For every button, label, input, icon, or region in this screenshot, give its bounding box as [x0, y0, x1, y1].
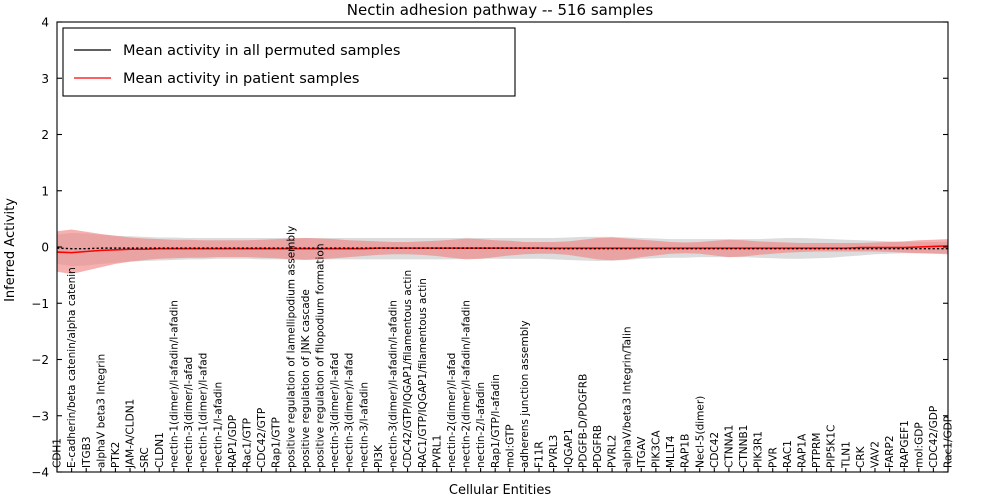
- x-tick-label: Rac1/GTP: [241, 418, 253, 468]
- x-tick-label: PDGFB-D/PDGFRB: [577, 374, 589, 468]
- x-tick-label: RAP1A: [797, 433, 809, 468]
- x-tick-label: PVRL2: [607, 435, 619, 468]
- x-tick-label: TLN1: [840, 441, 852, 469]
- x-tick-label: CDC42/GTP/IQGAP1/filamentous actin: [402, 270, 414, 468]
- x-tick-label: IQGAP1: [563, 428, 575, 468]
- x-tick-label: MLLT4: [665, 435, 677, 468]
- x-tick-label: nectin-2/l-afadin: [475, 382, 487, 468]
- x-tick-label: nectin-2(dimer)/l-afadin/l-afadin: [461, 300, 473, 468]
- y-tick-label: −4: [31, 466, 49, 480]
- y-tick-label: −2: [31, 353, 49, 367]
- x-tick-label: PVRL1: [431, 435, 443, 468]
- x-tick-label: CRK: [855, 445, 867, 468]
- series-lines: [56, 245, 949, 254]
- x-tick-label: FARP2: [884, 435, 896, 468]
- y-axis-label: Inferred Activity: [3, 198, 18, 302]
- x-tick-label: Rac1/GDP: [943, 416, 955, 468]
- x-tick-label: mol:GTP: [504, 424, 516, 468]
- x-tick-label: CTNNA1: [724, 425, 736, 468]
- x-tick-label: RAP1B: [680, 434, 692, 468]
- band-patient: [57, 229, 948, 274]
- legend-label-permuted: Mean activity in all permuted samples: [123, 43, 400, 59]
- y-tick-label: 3: [41, 72, 49, 86]
- x-tick-label: CDH1: [52, 438, 64, 468]
- y-tick-label: −3: [31, 409, 49, 423]
- y-tick-label: −1: [31, 297, 49, 311]
- x-tick-label: PTPRM: [811, 433, 823, 468]
- x-tick-label: nectin-2(dimer)/l-afad: [446, 353, 458, 468]
- x-tick-label: CDC42/GDP: [928, 406, 940, 468]
- x-tick-label: positive regulation of JNK cascade: [300, 289, 312, 468]
- x-tick-label: ITGAV: [636, 436, 648, 468]
- x-tick-label: nectin-3(dimer)/l-afadin/l-afadin: [388, 300, 400, 468]
- x-tick-label: JAM-A/CLDN1: [125, 399, 137, 469]
- x-tick-label: ITGB3: [81, 436, 93, 468]
- x-tick-label: Necl-5(dimer): [694, 396, 706, 468]
- x-axis-label: Cellular Entities: [449, 483, 551, 498]
- x-tick-label: alphaV/beta3 Integrin/Talin: [621, 326, 633, 468]
- x-tick-label: CDC42/GTP: [256, 408, 268, 468]
- y-tick-label: 1: [41, 184, 49, 198]
- x-tick-label: nectin-1/l-afadin: [212, 382, 224, 468]
- x-tick-label: nectin-3(dimer)/l-afad: [344, 353, 356, 468]
- x-tick-label: PIK3R1: [753, 431, 765, 468]
- x-tick-label: E-cadherin/beta catenin/alpha catenin: [66, 267, 78, 468]
- x-tick-label: RAPGEF1: [899, 420, 911, 468]
- x-tick-label: CTNNB1: [738, 425, 750, 468]
- x-tick-label: Rap1/GTP: [271, 417, 283, 468]
- x-tick-label: CLDN1: [154, 432, 166, 468]
- plot-area: [56, 229, 949, 274]
- x-tick-label: positive regulation of lamellipodium ass…: [285, 226, 297, 468]
- x-tick-label: PIK3CA: [650, 430, 662, 468]
- x-tick-label: PIP5K1C: [826, 425, 838, 468]
- x-tick-label: RAP1/GDP: [227, 415, 239, 468]
- y-tick-label: 4: [41, 16, 49, 30]
- confidence-bands: [57, 229, 948, 274]
- x-tick-label: RAC1: [782, 440, 794, 468]
- x-tick-label: positive regulation of filopodium format…: [315, 243, 327, 468]
- x-tick-label: mol:GDP: [913, 422, 925, 468]
- x-tick-label: nectin-3(dimer)/l-afad: [329, 353, 341, 468]
- x-tick-label: nectin-1(dimer)/l-afad: [198, 353, 210, 468]
- x-tick-label: PI3K: [373, 444, 385, 468]
- chart-legend[interactable]: Mean activity in all permuted samples Me…: [62, 27, 516, 97]
- x-tick-label: PVR: [767, 447, 779, 468]
- line-permuted-mean: [56, 247, 948, 250]
- y-tick-label: 0: [41, 241, 49, 255]
- x-tick-label: nectin-3(dimer/l-afad: [183, 357, 195, 468]
- y-tick-label: 2: [41, 128, 49, 142]
- x-tick-label: Rap1/GTP/l-afadin: [490, 374, 502, 468]
- x-tick-label: SRC: [139, 447, 151, 468]
- x-tick-label: RAC1/GTP/IQGAP1/filamentous actin: [417, 278, 429, 468]
- x-tick-label: PTK2: [110, 442, 122, 468]
- x-tick-label: VAV2: [870, 441, 882, 468]
- y-axis-ticks: −4 −3 −2 −1 0 1 2 3 4: [31, 16, 948, 480]
- x-tick-label: alphaV beta3 Integrin: [95, 354, 107, 468]
- x-tick-label: adherens junction assembly: [519, 320, 531, 468]
- x-tick-label: PDGFRB: [592, 425, 604, 468]
- legend-background: [62, 27, 516, 97]
- chart-title: Nectin adhesion pathway -- 516 samples: [347, 1, 654, 19]
- x-tick-label: CDC42: [709, 432, 721, 468]
- x-tick-label: nectin-3/l-afadin: [358, 382, 370, 468]
- x-tick-label: nectin-1(dimer)/l-afadin/l-afadin: [168, 300, 180, 468]
- x-tick-label: F11R: [534, 441, 546, 468]
- x-tick-label: PVRL3: [548, 435, 560, 468]
- legend-label-patient: Mean activity in patient samples: [123, 71, 359, 87]
